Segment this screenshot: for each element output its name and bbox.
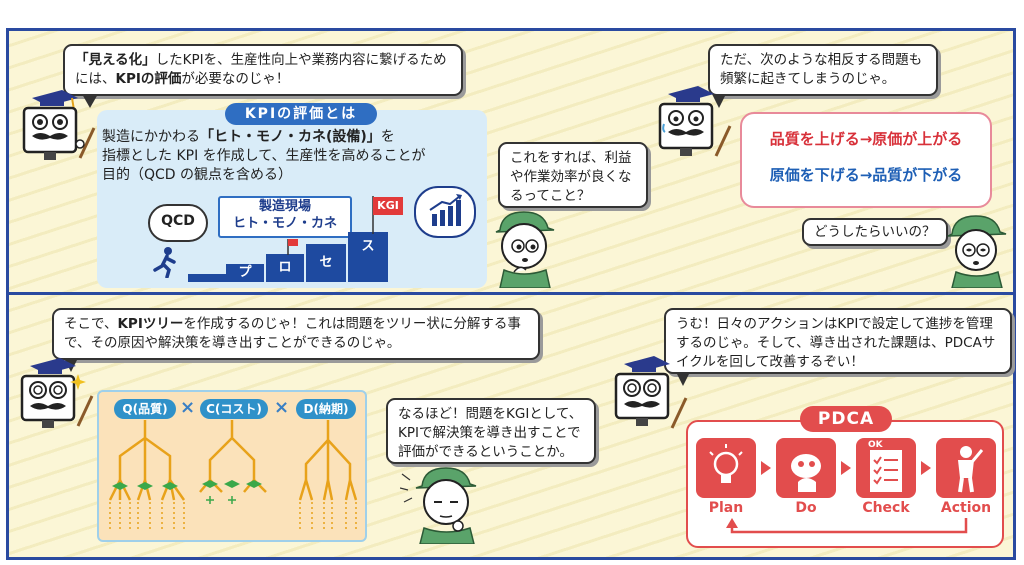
- kpi-panel-title: KPIの評価とは: [225, 103, 377, 125]
- professor-character-worried: [658, 86, 732, 157]
- arrow-do-check: [841, 461, 851, 475]
- running-person-icon: [153, 247, 176, 278]
- process-step-base: [188, 274, 226, 282]
- check-step: OK: [856, 438, 916, 498]
- student-speech-3: なるほど！問題をKGIとして、KPIで解決策を導き出すことで評価ができるというこ…: [386, 398, 596, 464]
- action-step: [936, 438, 996, 498]
- professor-speech-1: 「見える化」したKPIを、生産性向上や業務内容に繋げるためには、KPIの評価が必…: [63, 44, 463, 96]
- times-symbol-2: ×: [274, 397, 290, 418]
- speech-highlight: 「見える化」: [75, 52, 156, 68]
- bubble-tail: [82, 94, 98, 108]
- professor-speech-2: ただ、次のような相反する問題も頻繁に起きてしまうのじゃ。: [708, 44, 938, 96]
- speech-bold: KPIの評価: [115, 71, 182, 87]
- student-question-1: これをすれば、利益や作業効率が良くなるってこと？: [498, 142, 648, 208]
- pill-cost: C(コスト): [200, 399, 268, 419]
- flag-icon: [287, 239, 298, 255]
- growth-chart-icon: [414, 186, 476, 238]
- conflict-box: 品質を上げる→原価が上がる 原価を下げる→品質が下がる: [740, 112, 992, 208]
- bubble-tail: [712, 94, 726, 108]
- cost-quality-down: 原価を下げる→品質が下がる: [769, 166, 963, 184]
- check-label: Check: [862, 500, 910, 516]
- pdca-title: PDCA: [800, 406, 892, 432]
- professor-character-3: [20, 358, 94, 428]
- arrow-plan-do: [761, 461, 771, 475]
- manufacturing-site-label: 製造現場 ヒト・モノ・カネ: [218, 196, 352, 238]
- do-step: [776, 438, 836, 498]
- lightbulb-icon: [709, 444, 743, 483]
- process-step-se: セ: [306, 244, 346, 282]
- pill-quality: Q(品質): [114, 399, 176, 419]
- speech-text: したKPIを、生産性向上や業務内容に繋げるためには、: [75, 52, 447, 87]
- professor-speech-4: うむ！日々のアクションはKPIで設定して進捗を管理するのじゃ。そして、導き出され…: [664, 308, 1012, 374]
- process-step-su: ス: [348, 232, 388, 282]
- times-symbol-1: ×: [180, 397, 196, 418]
- professor-character-4: [614, 356, 688, 429]
- process-step-pu: プ: [226, 264, 264, 282]
- quality-cost-up: 品質を上げる→原価が上がる: [769, 130, 963, 148]
- action-person-icon: [958, 446, 984, 493]
- professor-character: [22, 90, 96, 160]
- plan-label: Plan: [708, 500, 744, 516]
- bubble-tail: [676, 372, 690, 386]
- checklist-icon: [870, 450, 902, 492]
- panel-divider: [6, 292, 1016, 295]
- pill-delivery: D(納期): [296, 399, 356, 419]
- kpi-tree-diagram: [108, 420, 358, 530]
- speech-text-end: が必要なのじゃ！: [181, 71, 290, 87]
- process-step-ro: ロ: [266, 254, 304, 282]
- arrow-check-action: [921, 461, 931, 475]
- student-character-2: [947, 215, 1007, 288]
- plan-step: [696, 438, 756, 498]
- student-character-3: [400, 467, 477, 544]
- do-label: Do: [795, 500, 817, 516]
- cycle-return-arrow: [726, 518, 968, 534]
- student-question-2: どうしたらいいの？: [802, 218, 948, 246]
- qcd-thought-cloud: QCD: [148, 204, 208, 242]
- do-hand-icon: [791, 454, 821, 492]
- student-character-1: [495, 211, 555, 288]
- action-label: Action: [940, 500, 992, 516]
- kpi-panel-text: 製造にかかわる「ヒト・モノ・カネ(設備)」を 指標とした KPI を作成して、生…: [102, 129, 426, 183]
- kgi-flag: KGI: [373, 197, 403, 215]
- ok-mark: OK: [868, 440, 883, 450]
- professor-speech-3: そこで、KPIツリーを作成するのじゃ！これは問題をツリー状に分解する事で、その原…: [52, 308, 540, 360]
